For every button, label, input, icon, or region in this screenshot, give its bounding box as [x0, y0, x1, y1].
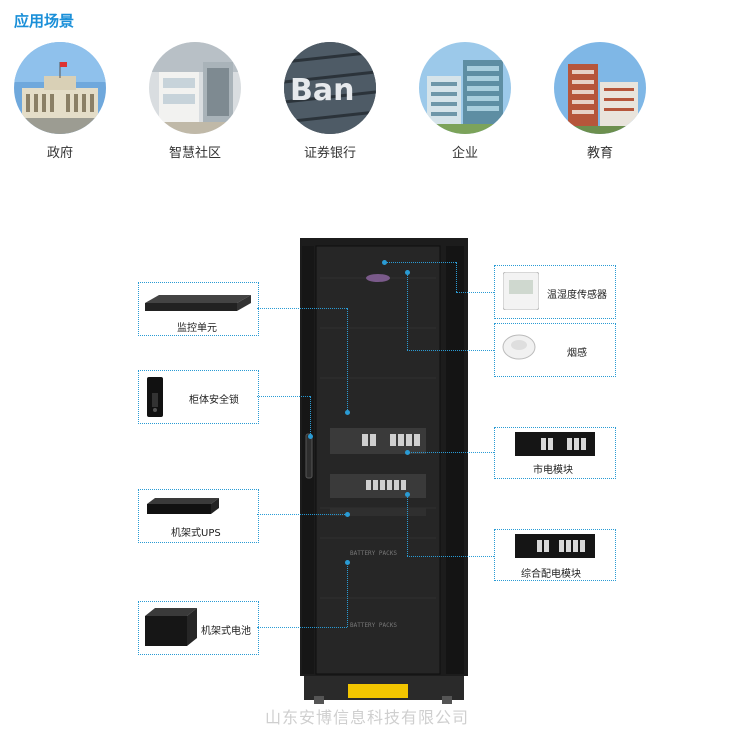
scene-government: 政府: [12, 42, 108, 161]
smoke-sensor-label: 烟感: [567, 348, 587, 359]
connector-line: [257, 308, 347, 309]
rack-battery-box: 机架式电池: [138, 601, 259, 655]
connector-line: [407, 272, 408, 350]
connector-line: [384, 262, 456, 263]
scene-label: 政府: [46, 146, 73, 161]
connector-line: [257, 627, 347, 628]
section-title: 应用场景: [14, 12, 75, 30]
scene-label: 教育: [586, 146, 613, 161]
mains-module-box: 市电模块: [494, 427, 616, 479]
cabinet-lock-label: 柜体安全锁: [189, 395, 239, 406]
temp-humidity-sensor-label: 温湿度传感器: [547, 290, 607, 301]
monitor-unit-label: 监控单元: [177, 323, 217, 334]
rack-ups-label: 机架式UPS: [171, 528, 221, 539]
scene-label: 智慧社区: [168, 146, 221, 161]
cabinet-lock-box: 柜体安全锁: [138, 370, 259, 424]
connector-dot: [405, 270, 410, 275]
battery-pack-label: BATTERY PACKS: [350, 550, 397, 557]
monitor-unit-box: 监控单元: [138, 282, 259, 336]
connector-dot: [382, 260, 387, 265]
rack-battery-label: 机架式电池: [201, 626, 251, 637]
connector-line: [407, 556, 494, 557]
connector-line: [310, 396, 311, 436]
pdu-module-device-icon: [515, 534, 595, 558]
connector-line: [347, 308, 348, 412]
smoke-detector-icon: [502, 334, 536, 360]
scene-education: 教育: [552, 42, 648, 161]
scene-label: 证券银行: [303, 146, 356, 161]
smoke-sensor-box: 烟感: [494, 323, 616, 377]
scene-label: 企业: [451, 146, 478, 161]
connector-line: [407, 494, 408, 556]
server-cabinet: BATTERY PACKS BATTERY PACKS: [300, 238, 468, 708]
education-campus-photo: [554, 42, 646, 134]
connector-dot: [405, 492, 410, 497]
company-watermark: 山东安博信息科技有限公司: [264, 708, 469, 727]
government-building-photo: [14, 42, 106, 134]
enterprise-office-photo: [419, 42, 511, 134]
connector-dot: [308, 434, 313, 439]
smart-community-photo: [149, 42, 241, 134]
mains-module-label: 市电模块: [533, 465, 573, 476]
connector-line: [407, 350, 494, 351]
connector-line: [257, 396, 310, 397]
connector-line: [347, 562, 348, 627]
battery-device-icon: [145, 608, 197, 646]
connector-dot: [345, 410, 350, 415]
pdu-module-box: 综合配电模块: [494, 529, 616, 581]
scene-enterprise: 企业: [417, 42, 513, 161]
ups-device-icon: [147, 498, 219, 514]
rack-ups-box: 机架式UPS: [138, 489, 259, 543]
connector-dot: [345, 512, 350, 517]
connector-dot: [345, 560, 350, 565]
battery-pack-label: BATTERY PACKS: [350, 622, 397, 629]
connector-dot: [405, 450, 410, 455]
connector-line: [407, 452, 494, 453]
connector-line: [456, 262, 457, 292]
connector-line: [257, 514, 347, 515]
mains-module-device-icon: [515, 432, 595, 456]
thermometer-icon: [503, 272, 539, 310]
scene-bank: Ban 证券银行: [282, 42, 378, 161]
lock-icon: [147, 377, 163, 417]
pdu-module-label: 综合配电模块: [521, 569, 581, 580]
bank-photo: Ban: [284, 42, 376, 134]
monitor-unit-device-icon: [145, 295, 251, 311]
temp-humidity-sensor-box: 温湿度传感器: [494, 265, 616, 319]
svg-text:Ban: Ban: [290, 73, 354, 108]
connector-line: [456, 292, 494, 293]
scene-smart-community: 智慧社区: [147, 42, 243, 161]
